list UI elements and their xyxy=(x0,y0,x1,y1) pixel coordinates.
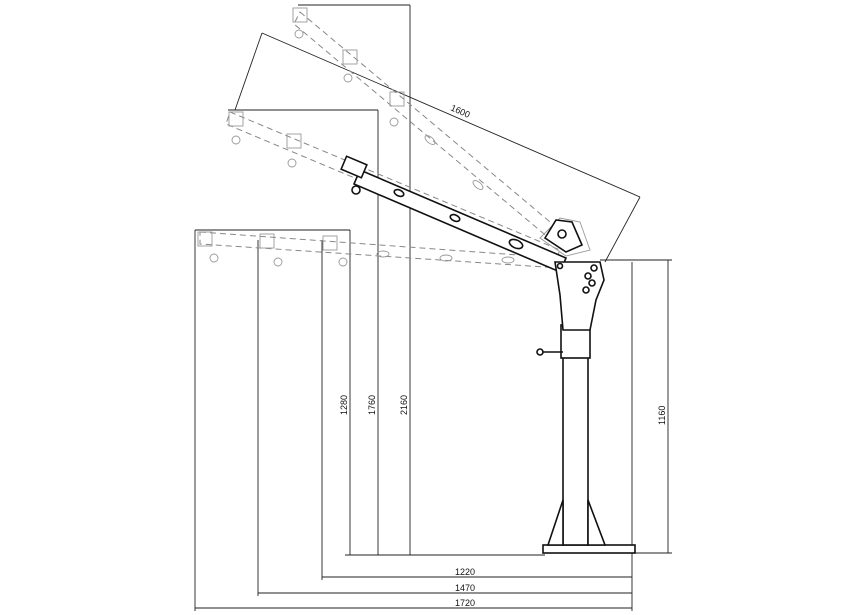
dim-label-1720: 1720 xyxy=(455,598,475,608)
pivot-height-dimension: 1160 xyxy=(600,259,672,554)
base-plate xyxy=(542,544,636,554)
dim-label-1220: 1220 xyxy=(455,567,475,577)
dim-label-1470: 1470 xyxy=(455,583,475,593)
right-gusset xyxy=(587,499,607,546)
winch-linkage xyxy=(582,264,598,294)
hook-eye xyxy=(351,185,361,195)
boom-length-dimension: 1600 xyxy=(234,32,641,263)
left-gusset xyxy=(546,499,564,546)
dim-label-1160: 1160 xyxy=(657,406,667,425)
mast xyxy=(562,324,589,546)
dim-label-1760: 1760 xyxy=(367,395,377,415)
crane-structure xyxy=(340,155,636,554)
height-dimensions: 1280 1760 2160 xyxy=(195,4,545,556)
dim-label-1280: 1280 xyxy=(339,395,349,415)
boom-head xyxy=(340,155,368,179)
pivot-bracket xyxy=(554,261,605,331)
dim-label-1600: 1600 xyxy=(449,103,471,120)
dim-label-2160: 2160 xyxy=(399,395,409,415)
